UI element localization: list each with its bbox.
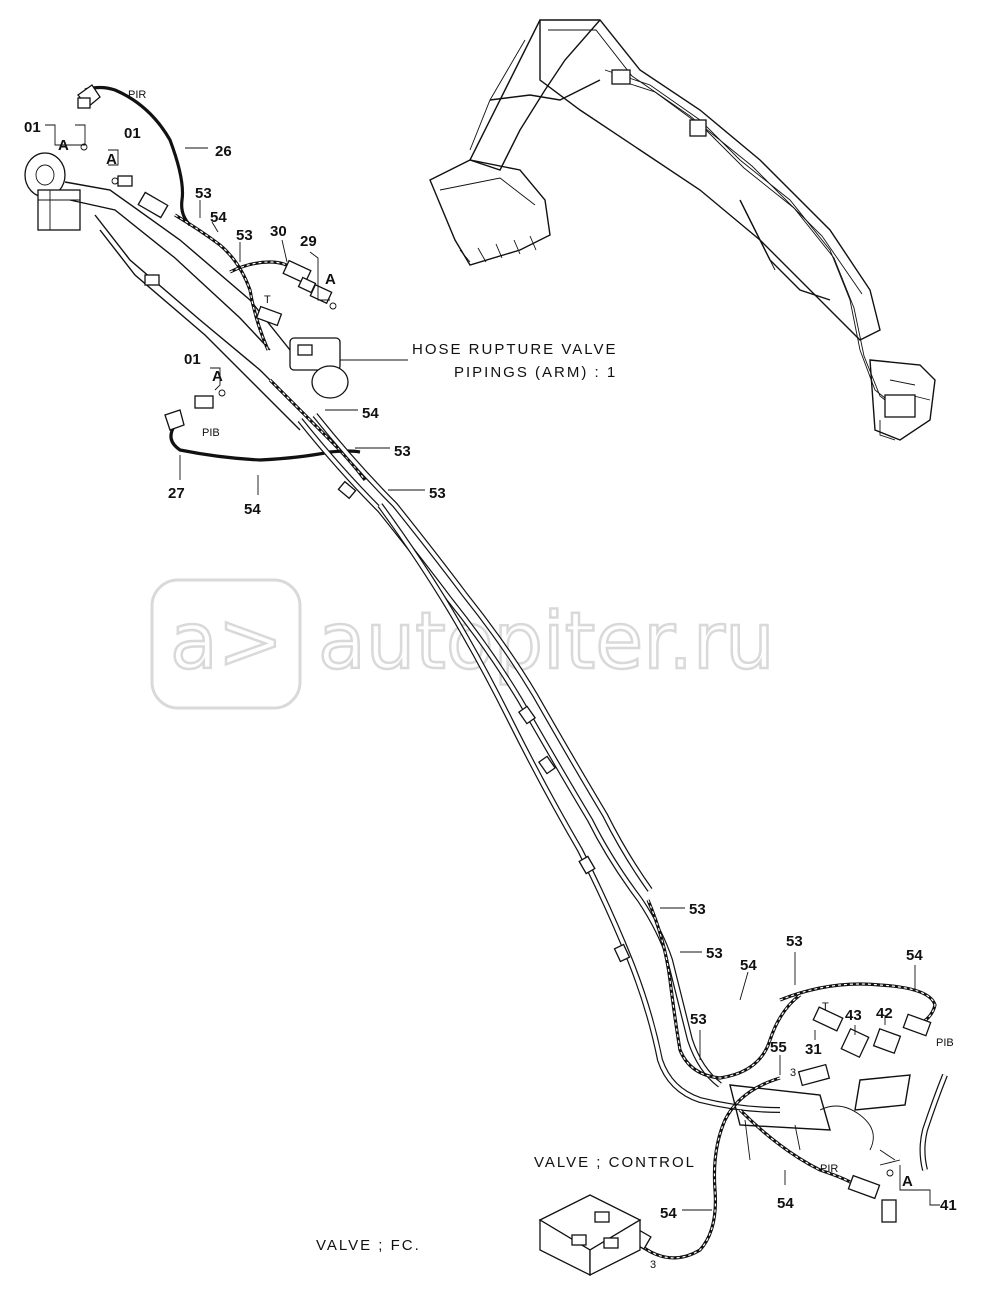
callout-27: 27 [168,485,185,502]
callout-26: 26 [215,143,232,160]
tag-a-2: A [106,151,117,168]
fittings-top [80,143,337,409]
excavator-illustration [429,19,936,441]
callout-01-c: 01 [184,351,201,368]
captions: HOSE RUPTURE VALVE PIPINGS (ARM) : 1 VAL… [316,341,696,1254]
tag-t-right: T [822,1001,829,1013]
callout-54-d: 54 [740,957,757,974]
tags: PIR PIB PIB PIR T T 3 3 A A A A A [58,89,954,1271]
watermark: a> autopiter.ru [150,578,776,710]
callout-53-f: 53 [706,945,723,962]
callout-53-e: 53 [689,901,706,918]
callout-53-a: 53 [195,185,212,202]
callout-53-b: 53 [236,227,253,244]
callout-54-c: 54 [244,501,261,518]
watermark-logo: a> [170,597,283,687]
callout-54-b: 54 [362,405,379,422]
tag-pir-top: PIR [128,89,146,101]
callout-29: 29 [300,233,317,250]
leader-lines [45,124,940,1211]
tag-3-a: 3 [790,1067,796,1079]
callout-01-a: 01 [24,119,41,136]
callout-30: 30 [270,223,287,240]
callout-31: 31 [805,1041,822,1058]
callout-54-g: 54 [777,1195,794,1212]
tag-a-1: A [58,137,69,154]
callout-53-g: 53 [786,933,803,950]
callout-54-f: 54 [660,1205,677,1222]
tag-a-4: A [212,368,223,385]
tag-a-5: A [902,1173,913,1190]
hose-rupture-valve [289,337,408,399]
callout-41: 41 [940,1197,957,1214]
callout-53-c: 53 [394,443,411,460]
callout-55: 55 [770,1039,787,1056]
tag-t-top: T [264,294,271,306]
callout-01-b: 01 [124,125,141,142]
callout-53-h: 53 [690,1011,707,1028]
callout-53-d: 53 [429,485,446,502]
tag-pib-right: PIB [936,1037,954,1049]
fc-valve-block [538,1194,642,1277]
caption-valve-fc: VALVE ; FC. [316,1237,421,1254]
callouts: 01 26 01 53 54 53 30 29 01 54 53 53 27 5… [24,119,957,1222]
callout-54-e: 54 [906,947,923,964]
hose-pir-top [77,84,192,227]
callout-54-a: 54 [210,209,227,226]
tag-pir-bottom: PIR [820,1163,838,1175]
control-valve-block [729,1084,831,1161]
callout-42: 42 [876,1005,893,1022]
watermark-text: autopiter.ru [318,597,775,687]
tag-3-b: 3 [650,1259,656,1271]
lower-right-fittings [779,982,948,1177]
long-pipe-run [297,413,801,1113]
arm-assembly [24,152,311,431]
hose-pib-left [164,409,361,462]
caption-hose-rupture-2: PIPINGS (ARM) : 1 [454,364,617,381]
caption-hose-rupture-1: HOSE RUPTURE VALVE [412,341,617,358]
caption-valve-control: VALVE ; CONTROL [534,1154,696,1171]
tag-a-3: A [325,271,336,288]
tag-pib-left: PIB [202,427,220,439]
callout-43: 43 [845,1007,862,1024]
